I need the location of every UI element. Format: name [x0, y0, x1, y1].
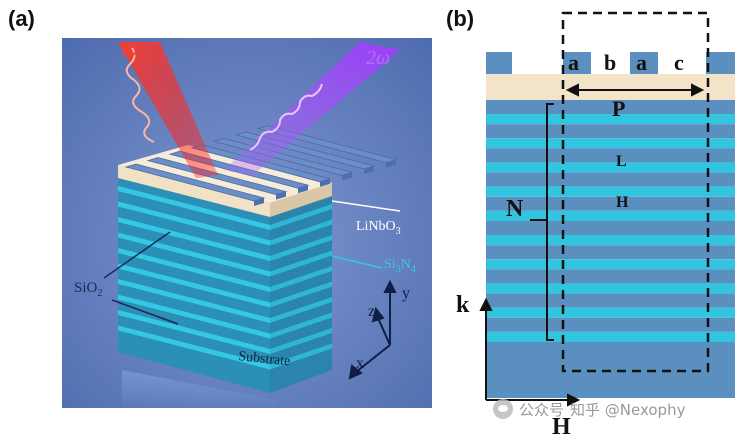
- grating-bar-side: [364, 166, 374, 174]
- unit-cell-box: [561, 11, 710, 373]
- si3n4-stripe-right: [270, 343, 332, 370]
- si3n4-stripe-left: [118, 201, 270, 246]
- substrate-label: Substrate: [238, 349, 291, 369]
- stack-layer-H: [486, 162, 735, 173]
- axis-z-label: z: [368, 303, 375, 320]
- stack-layer-L: [486, 124, 735, 139]
- si3n4-stripe-left: [118, 186, 270, 230]
- grating-block: [486, 52, 512, 74]
- cube-reflection: [122, 370, 276, 408]
- axis-x-label: x: [356, 355, 364, 372]
- si3n4-stripe-right: [270, 297, 332, 323]
- label-b: b: [604, 50, 616, 75]
- si3n4-stripe-left: [118, 232, 270, 277]
- si3n4-stripe-right: [270, 312, 332, 339]
- si3n4-stripe-left: [118, 248, 270, 292]
- si3n4-stripe-right: [270, 328, 332, 354]
- grating-block: [630, 52, 658, 74]
- si3n4-stripe-left: [118, 325, 270, 370]
- linbo3-top-surface: [118, 145, 332, 203]
- output-wave: [249, 83, 323, 151]
- cube-left-face: [118, 178, 270, 393]
- stack-layer-H: [486, 307, 735, 318]
- stack-layer-H: [486, 259, 735, 270]
- label-N: N: [506, 196, 524, 222]
- panel-b-label: (b): [446, 6, 475, 31]
- si3n4-stripe-left: [118, 279, 270, 323]
- stack-layer-L: [486, 100, 735, 115]
- stack-layer-L: [486, 245, 735, 260]
- sio2-label: SiO2: [74, 280, 102, 299]
- stack-layer-H: [486, 114, 735, 125]
- omega-label: ω: [122, 36, 138, 61]
- label-L: L: [616, 153, 627, 170]
- si3n4-stripe-left: [118, 294, 270, 339]
- si3n4-stripe-right: [270, 266, 332, 292]
- sio2-leader-line-2: [111, 299, 179, 325]
- bragg-stack: [486, 100, 735, 342]
- stack-layer-L: [486, 221, 735, 236]
- grating-bar-side: [386, 159, 396, 168]
- grating-block: [563, 52, 591, 74]
- stack-layer-L: [486, 172, 735, 187]
- grating-bar-side: [254, 198, 264, 206]
- grating-bar-side: [320, 178, 330, 187]
- stack-layer-H: [486, 283, 735, 294]
- n-bracket: [530, 103, 554, 341]
- cube-right-face: [270, 196, 332, 393]
- stack-layer-H: [486, 331, 735, 342]
- input-wave: [125, 47, 155, 143]
- input-beam: [118, 42, 218, 178]
- si3n4-stripe-right: [270, 219, 332, 246]
- sio2-leader-line-1: [103, 231, 171, 279]
- grating-bar-side: [276, 191, 286, 200]
- stack-layer-H: [486, 210, 735, 221]
- si3n4-stripe-right: [270, 235, 332, 261]
- wechat-icon: [493, 399, 513, 419]
- si3n4-stripe-right: [270, 204, 332, 230]
- si3n4-stripe-right: [270, 281, 332, 308]
- stack-layer-L: [486, 317, 735, 332]
- si3n4-label: Si3N4: [384, 257, 416, 275]
- stack-layer-H: [486, 235, 735, 246]
- linbo3-layer-right: [270, 183, 332, 217]
- linbo3-leader-line: [331, 200, 401, 212]
- si3n4-leader-line: [331, 255, 383, 269]
- linbo3-layer-left: [118, 165, 270, 217]
- linbo3-label: LiNbO3: [356, 219, 401, 237]
- grating-block: [706, 52, 735, 74]
- watermark-text: 知乎 @Nexophy: [570, 400, 686, 419]
- watermark-prefix: 公众号: [519, 400, 565, 419]
- stack-layer-L: [486, 293, 735, 308]
- label-P: P: [612, 96, 625, 121]
- si3n4-stripe-left: [118, 263, 270, 308]
- watermark: 公众号 知乎 @Nexophy: [493, 396, 743, 422]
- stack-layer-H: [486, 186, 735, 197]
- stack-layer-L: [486, 148, 735, 163]
- grating-bar-side: [298, 185, 308, 194]
- h-axis-label: H: [552, 414, 571, 440]
- grating-bar-side: [342, 172, 352, 181]
- two-omega-label: 2ω: [366, 47, 390, 69]
- si3n4-stripe-left: [118, 310, 270, 354]
- period-arrow: [565, 83, 705, 97]
- si3n4-stripe-left: [118, 217, 270, 261]
- si3n4-stripe-right: [270, 250, 332, 277]
- stack-layer-H: [486, 138, 735, 149]
- label-a2: a: [636, 50, 647, 75]
- stack-layer-L: [486, 269, 735, 284]
- label-c: c: [674, 50, 684, 75]
- label-a1: a: [568, 50, 579, 75]
- coordinate-axes: [348, 279, 397, 380]
- panel-a-label: (a): [8, 6, 35, 31]
- output-beam: [224, 42, 400, 176]
- axis-y-label: y: [402, 285, 410, 302]
- k-axis-arrow: [479, 297, 493, 400]
- k-axis-label: k: [456, 292, 470, 318]
- stack-layer-L: [486, 196, 735, 211]
- label-H: H: [616, 194, 629, 211]
